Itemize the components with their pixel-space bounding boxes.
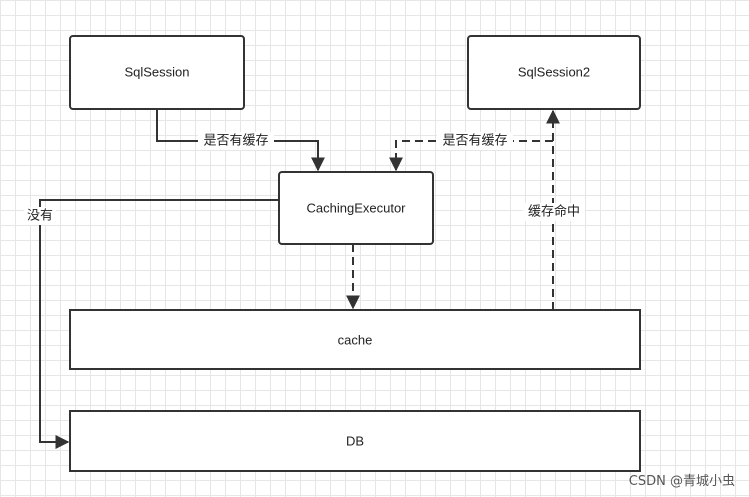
edge-label-bg-4 — [24, 207, 56, 225]
sqlsession2-box — [467, 35, 641, 110]
db-box — [69, 410, 641, 472]
cache-label: cache — [338, 332, 373, 347]
caching-executor-box — [278, 171, 434, 245]
edge-executor-to-db — [39, 199, 279, 449]
edge-label-cache-hit: 缓存命中 — [528, 204, 580, 220]
watermark: CSDN @青城小虫 — [628, 474, 735, 489]
sqlsession-label: SqlSession — [124, 64, 189, 79]
sqlsession2-label: SqlSession2 — [518, 64, 590, 79]
edge-label-bg-3 — [523, 203, 585, 221]
cache-box — [69, 309, 641, 370]
edge-label-bg-1 — [198, 132, 274, 150]
caching-executor-label: CachingExecutor — [307, 200, 407, 215]
edge-label-no-cache: 没有 — [27, 209, 53, 224]
edge-label-check-cache-1: 是否有缓存 — [203, 134, 268, 149]
edge-label-check-cache-2: 是否有缓存 — [442, 134, 507, 149]
db-label: DB — [346, 433, 364, 448]
edge-label-bg-2 — [437, 132, 513, 150]
